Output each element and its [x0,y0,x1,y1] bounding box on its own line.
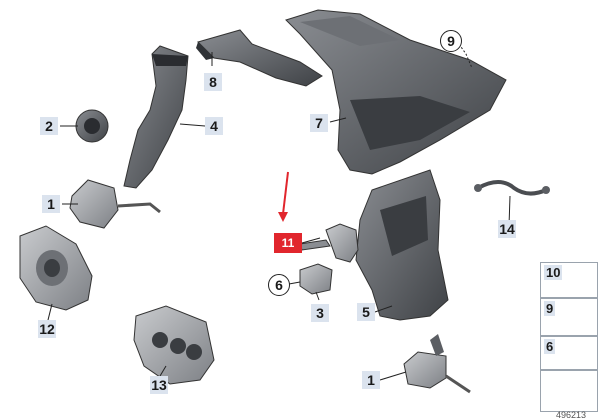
part-8-duct [196,29,323,87]
part-7-trim-panel [285,9,507,175]
legend-number: 10 [544,265,563,280]
callout-6: 6 [268,274,290,296]
callout-7: 7 [310,114,328,132]
callout-1-top: 1 [42,195,60,213]
part-4-air-duct [123,45,189,189]
legend-box-arrow [540,370,598,412]
callout-3: 3 [311,304,329,322]
callout-13: 13 [150,376,168,394]
part-3-bracket [299,263,333,295]
legend-number: 9 [544,301,556,316]
part-14-cable [474,180,550,196]
legend-box-10: 10 [540,262,598,298]
part-13-seal [133,305,215,385]
legend-box-9: 9 [540,298,598,336]
callout-14: 14 [498,220,516,238]
diagram-id: 496213 [556,410,587,420]
part-12-mounting-plate [19,225,93,311]
callout-2: 2 [40,117,58,135]
part-11-bracket [299,223,359,263]
part-1-bracket-bottom [403,334,471,394]
legend-number: 6 [544,339,556,354]
legend-box-6: 6 [540,336,598,370]
part-1-bracket-top [69,179,161,229]
callout-11: 11 [274,233,302,253]
callout-4: 4 [205,117,223,135]
callout-8: 8 [204,73,222,91]
callout-9: 9 [440,30,462,52]
callout-12: 12 [38,320,56,338]
part-2-grommet [75,109,109,143]
callout-1-bottom: 1 [362,371,380,389]
part-5-side-panel [355,169,449,321]
callout-5: 5 [357,303,375,321]
highlight-arrow [278,171,289,222]
